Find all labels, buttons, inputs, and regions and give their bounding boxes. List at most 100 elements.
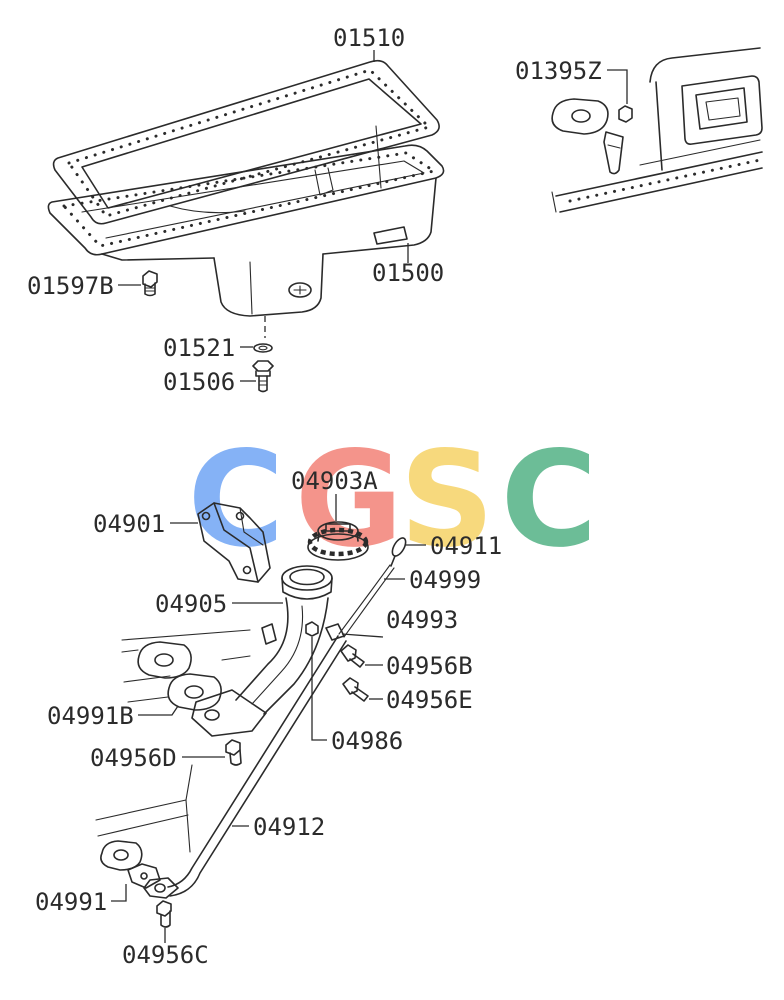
plug-head bbox=[252, 360, 274, 372]
gasket-outline bbox=[167, 673, 222, 711]
callout-label: 04956D bbox=[90, 744, 177, 772]
block-edge bbox=[121, 629, 251, 641]
plug-thread bbox=[258, 380, 268, 386]
sender-body bbox=[603, 131, 624, 175]
tube-wall-left bbox=[235, 597, 289, 701]
callout-label: 04911 bbox=[430, 532, 502, 560]
dipstick-tube-wall bbox=[169, 640, 347, 897]
block-port-outer bbox=[681, 75, 763, 145]
bolt-shank bbox=[144, 282, 156, 297]
cap-top bbox=[317, 521, 359, 541]
pan-flange bbox=[47, 144, 445, 256]
pan-side-wall bbox=[322, 177, 437, 255]
pan-baffle bbox=[169, 205, 246, 214]
block-edge bbox=[97, 814, 189, 837]
dipstick-tube-wall bbox=[167, 635, 339, 888]
callout-label: 01506 bbox=[163, 368, 235, 396]
rod-line bbox=[338, 564, 391, 635]
flange-outline bbox=[143, 877, 179, 899]
tube-neck bbox=[281, 577, 333, 600]
oil-filler-tube bbox=[191, 565, 333, 737]
oil-pan bbox=[47, 125, 445, 317]
block-ledge bbox=[639, 139, 761, 166]
plug-shank bbox=[258, 375, 268, 393]
bolt-shank bbox=[351, 686, 369, 702]
bolt-04956d bbox=[225, 739, 242, 766]
gasket-bolt-holes bbox=[67, 68, 431, 218]
dipstick-handle bbox=[390, 537, 407, 567]
callout-label: 04956E bbox=[386, 686, 473, 714]
block-edge bbox=[95, 764, 193, 821]
engine-block-upper bbox=[551, 47, 763, 213]
gasket-outline bbox=[137, 641, 192, 679]
pan-drain-boss bbox=[288, 282, 312, 298]
nut-01395z bbox=[618, 105, 633, 123]
cap-teeth bbox=[307, 527, 369, 557]
flange-gasket-upper bbox=[551, 98, 609, 135]
block-port-inner bbox=[695, 87, 748, 130]
block-rail-end bbox=[551, 191, 557, 213]
gasket-outer-edge bbox=[52, 59, 440, 225]
callout-label: 04905 bbox=[155, 590, 227, 618]
bracket bbox=[197, 502, 271, 583]
leader-line bbox=[607, 69, 628, 104]
pan-opening bbox=[81, 160, 425, 239]
washer-inner bbox=[258, 345, 268, 351]
bolt-head bbox=[342, 677, 359, 695]
pan-sump-edge bbox=[249, 261, 253, 315]
bracket-hole bbox=[201, 511, 211, 521]
callout-label: 01597B bbox=[27, 272, 114, 300]
leader-lines bbox=[111, 50, 628, 943]
watermark-logo: C G S C bbox=[188, 423, 598, 577]
gasket-04991 bbox=[100, 840, 143, 871]
callout-label: 04956B bbox=[386, 652, 473, 680]
callout-label: 01521 bbox=[163, 334, 235, 362]
rod-line bbox=[343, 567, 395, 638]
plate-outline bbox=[127, 863, 161, 889]
tube-highlight bbox=[251, 605, 304, 705]
handle-stem bbox=[390, 555, 396, 567]
pan-inner-corner bbox=[375, 125, 382, 189]
dipstick-tube bbox=[167, 635, 347, 897]
callout-label: 01500 bbox=[372, 259, 444, 287]
callout-label: 04991B bbox=[47, 702, 134, 730]
callout-label: 01510 bbox=[333, 24, 405, 52]
gasket-hole bbox=[154, 653, 174, 667]
drain-plug bbox=[252, 360, 274, 393]
gasket-04991b bbox=[167, 673, 222, 711]
leader-line bbox=[138, 705, 179, 716]
handle-loop bbox=[391, 537, 407, 557]
washer-outer bbox=[253, 343, 273, 353]
bolt-04956c bbox=[156, 900, 172, 928]
pan-front-wall bbox=[101, 253, 215, 261]
callout-label: 04903A bbox=[291, 467, 378, 495]
callout-label: 04956C bbox=[122, 941, 209, 969]
plate-hole bbox=[140, 872, 148, 880]
filler-cap bbox=[307, 521, 369, 561]
cap-base bbox=[307, 533, 369, 561]
watermark-letter: C bbox=[501, 423, 598, 577]
bracket-plate bbox=[197, 502, 271, 583]
block-port-core bbox=[705, 97, 741, 121]
block-rail-holes bbox=[568, 158, 762, 203]
callout-label: 04912 bbox=[253, 813, 325, 841]
drain-washer bbox=[253, 343, 273, 353]
bolt-thread bbox=[144, 287, 156, 292]
bolt-head bbox=[156, 900, 172, 917]
tube-mouth-inner bbox=[289, 568, 325, 586]
bracket-fold bbox=[213, 502, 259, 583]
callout-label: 04901 bbox=[93, 510, 165, 538]
bolt-shank bbox=[160, 910, 171, 928]
pan-drain-boss-mark bbox=[293, 285, 307, 295]
block-top-edge bbox=[649, 47, 761, 83]
drain-bolt bbox=[142, 270, 158, 297]
cap-grip bbox=[325, 523, 351, 532]
block-rail-bottom bbox=[559, 167, 763, 213]
bolt-shank bbox=[349, 653, 365, 668]
pan-slot bbox=[373, 226, 408, 245]
bolt-shank bbox=[229, 749, 242, 766]
bolt-04956e bbox=[342, 677, 369, 702]
bolt-04956b bbox=[340, 644, 365, 668]
callout-label: 01395Z bbox=[515, 57, 602, 85]
